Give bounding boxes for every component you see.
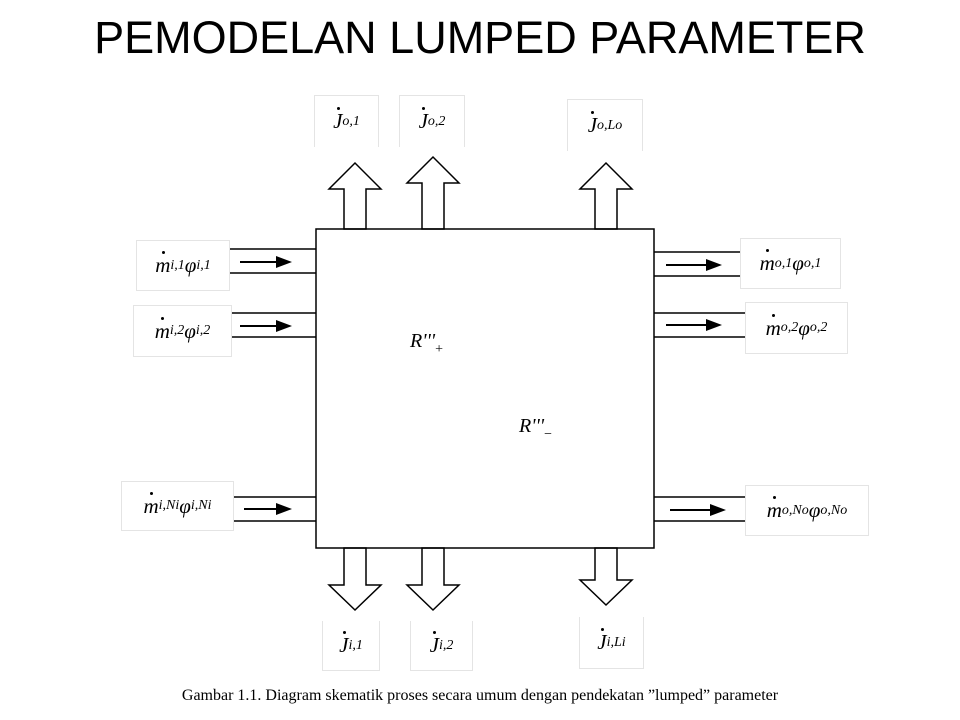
flux-subscript: o,2	[427, 113, 446, 129]
phi-symbol: φ	[179, 493, 191, 518]
mass-flow-symbol: m	[143, 491, 159, 518]
mass-flow-symbol: m	[766, 496, 782, 522]
outlet-arrowhead-3	[710, 504, 726, 516]
mass-flow-subscript: o,1	[774, 255, 793, 271]
flux-symbol: J	[333, 107, 343, 133]
inflow-arrow-2	[405, 547, 461, 612]
flux-subscript: o,Lo	[597, 117, 623, 133]
outflow-arrow-3	[578, 161, 634, 230]
mass-flow-subscript: o,2	[780, 320, 799, 335]
flux-symbol: J	[597, 628, 607, 654]
inlet-arrowhead-1	[276, 256, 292, 268]
mass-flow-symbol: m	[759, 249, 775, 275]
phi-subscript: o,No	[820, 502, 848, 518]
outflow-arrow-1	[327, 161, 383, 230]
flux-subscript: o,1	[342, 113, 360, 129]
mass-flow-symbol: m	[155, 251, 171, 277]
phi-symbol: φ	[792, 251, 804, 275]
flux-symbol: J	[429, 631, 439, 657]
phi-subscript: i,Ni	[190, 498, 212, 513]
flux-subscript: i,1	[348, 637, 363, 653]
phi-subscript: i,1	[196, 257, 211, 273]
outlet-arrowhead-1	[706, 259, 722, 271]
flux-symbol: J	[339, 631, 349, 657]
outflow-arrow-2	[405, 155, 461, 230]
mass-flow-symbol: m	[154, 316, 170, 343]
inlet-arrowhead-3	[276, 503, 292, 515]
mass-flow-subscript: i,2	[169, 323, 185, 338]
phi-subscript: o,2	[809, 320, 828, 335]
phi-symbol: φ	[808, 498, 821, 522]
inlet-arrowhead-2	[276, 320, 292, 332]
phi-subscript: o,1	[803, 255, 822, 271]
outlet-arrowhead-2	[706, 319, 722, 331]
generation-sign: +	[435, 342, 443, 357]
flux-subscript: i,Li	[606, 634, 626, 650]
flux-symbol: J	[587, 111, 598, 137]
inflow-arrow-1	[327, 547, 383, 612]
phi-symbol: φ	[184, 318, 196, 343]
page-title: PEMODELAN LUMPED PARAMETER	[94, 12, 866, 63]
inflow-arrow-3	[578, 547, 634, 607]
generation-rate: R'''+	[410, 330, 443, 358]
figure-caption: Gambar 1.1. Diagram skematik proses seca…	[181, 687, 779, 704]
mass-flow-symbol: m	[765, 313, 781, 340]
mass-flow-subscript: i,1	[170, 257, 185, 273]
flux-subscript: i,2	[438, 637, 454, 653]
phi-subscript: i,2	[195, 323, 211, 338]
control-volume-box	[315, 228, 655, 549]
consumption-rate: R'''−	[519, 415, 552, 443]
phi-symbol: φ	[798, 315, 810, 340]
mass-flow-subscript: i,Ni	[158, 498, 180, 513]
phi-symbol: φ	[184, 253, 197, 277]
consumption-symbol: R'''	[519, 415, 545, 437]
consumption-sign: −	[544, 427, 552, 442]
flux-symbol: J	[418, 107, 428, 133]
generation-symbol: R'''	[410, 330, 436, 352]
mass-flow-subscript: o,No	[781, 502, 809, 518]
